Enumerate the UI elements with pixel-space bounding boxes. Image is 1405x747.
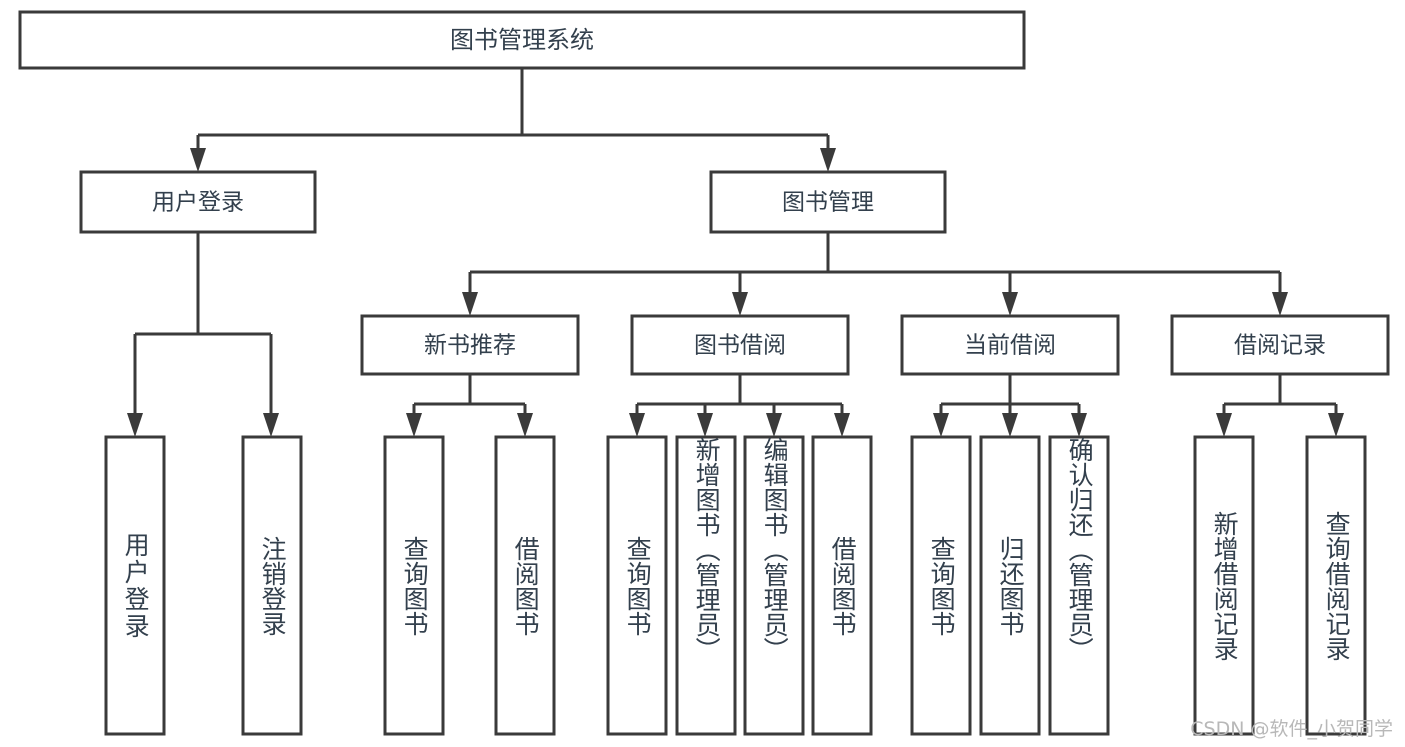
node-user-login-label: 用户登录 [152,190,244,216]
leaf-current-borrow-1-label: 查询图书 [927,535,957,636]
arrow-user-leaf2 [263,413,279,437]
arrow-borrow-leaf2 [697,413,713,437]
leaf-user-login-1-label: 用户登录 [121,531,151,640]
node-borrow-record[interactable]: 借阅记录 [1170,314,1390,376]
leaf-new-book-2-label-wrap: 借阅图书 [511,535,541,636]
leaf-user-login-2[interactable] [241,435,303,736]
leaf-current-borrow-2-box[interactable] [979,435,1041,736]
leaf-user-login-2-label-wrap: 注销登录 [258,535,288,636]
leaf-book-borrow-4-box[interactable] [811,435,873,736]
leaf-book-borrow-1[interactable] [606,435,668,736]
leaf-new-book-1-label: 查询图书 [400,535,430,636]
leaf-book-borrow-3-box[interactable] [743,435,805,736]
arrow-record-leaf2 [1328,413,1344,437]
connector-layer [127,68,1344,437]
leaf-user-login-1-label-wrap: 用户登录 [121,531,151,640]
leaf-user-login-1[interactable] [104,435,166,736]
arrow-root-to-book [820,148,836,172]
node-root-box[interactable] [18,10,1026,70]
arrow-record-leaf1 [1216,413,1232,437]
node-user-login-box[interactable] [79,170,317,234]
leaf-book-borrow-1-box[interactable] [606,435,668,736]
leaf-borrow-record-1-label: 新增借阅记录 [1210,510,1240,661]
leaf-current-borrow-3-box[interactable] [1048,435,1110,736]
leaf-book-borrow-2-label-wrap: 新增图书（管理员） [692,437,722,662]
node-book-borrow-box[interactable] [630,314,850,376]
arrow-user-leaf1 [127,413,143,437]
node-current-borrow-label: 当前借阅 [964,333,1056,359]
node-book-borrow-label: 图书借阅 [694,333,786,359]
node-current-borrow-box[interactable] [900,314,1120,376]
node-borrow-record-box[interactable] [1170,314,1390,376]
csdn-watermark: CSDN @软件_小贺同学 [1190,718,1393,740]
leaf-book-borrow-4-label-wrap: 借阅图书 [828,535,858,636]
node-root[interactable]: 图书管理系统 [18,10,1026,70]
leaf-borrow-record-2-label-wrap: 查询借阅记录 [1322,510,1352,661]
leaf-current-borrow-2[interactable] [979,435,1041,736]
leaf-current-borrow-1-label-wrap: 查询图书 [927,535,957,636]
leaf-new-book-2-label: 借阅图书 [511,535,541,636]
leaf-current-borrow-3-label: 确认归还（管理员） [1065,437,1095,662]
arrow-book-to-l3b [732,292,748,316]
leaf-borrow-record-2-box[interactable] [1305,435,1367,736]
leaf-current-borrow-2-label: 归还图书 [996,535,1026,636]
arrow-current-leaf2 [1002,413,1018,437]
arrow-book-to-l3a [462,292,478,316]
node-current-borrow[interactable]: 当前借阅 [900,314,1120,376]
leaf-new-book-1-label-wrap: 查询图书 [400,535,430,636]
node-user-login[interactable]: 用户登录 [79,170,317,234]
node-book-management-box[interactable] [709,170,947,234]
node-book-management-label: 图书管理 [782,190,874,216]
leaf-current-borrow-2-label-wrap: 归还图书 [996,535,1026,636]
leaf-book-borrow-3[interactable] [743,435,805,736]
leaf-book-borrow-1-label-wrap: 查询图书 [623,535,653,636]
leaf-book-borrow-2-label: 新增图书（管理员） [692,437,722,662]
node-new-book-recommend[interactable]: 新书推荐 [360,314,580,376]
leaf-book-borrow-3-label: 编辑图书（管理员） [760,437,790,662]
node-new-book-recommend-box[interactable] [360,314,580,376]
arrow-borrow-leaf4 [834,413,850,437]
leaf-borrow-record-1-label-wrap: 新增借阅记录 [1210,510,1240,661]
arrow-book-to-l3d [1272,292,1288,316]
leaf-borrow-record-1-box[interactable] [1193,435,1255,736]
leaf-new-book-2-box[interactable] [494,435,556,736]
leaf-new-book-1[interactable] [383,435,445,736]
arrow-borrow-leaf1 [629,413,645,437]
leaf-book-borrow-2-box[interactable] [675,435,737,736]
arrow-current-leaf3 [1071,413,1087,437]
leaf-current-borrow-1[interactable] [910,435,972,736]
leaf-current-borrow-1-box[interactable] [910,435,972,736]
leaf-new-book-2[interactable] [494,435,556,736]
arrow-newbook-leaf1 [406,413,422,437]
node-book-management[interactable]: 图书管理 [709,170,947,234]
leaf-new-book-1-box[interactable] [383,435,445,736]
leaf-borrow-record-2[interactable] [1305,435,1367,736]
leaf-borrow-record-1[interactable] [1193,435,1255,736]
arrow-borrow-leaf3 [766,413,782,437]
leaf-current-borrow-3[interactable] [1048,435,1110,736]
arrow-newbook-leaf2 [517,413,533,437]
leaf-borrow-record-2-label: 查询借阅记录 [1322,510,1352,661]
node-root-label: 图书管理系统 [450,26,594,54]
leaf-book-borrow-3-label-wrap: 编辑图书（管理员） [760,437,790,662]
arrow-book-to-l3c [1002,292,1018,316]
leaf-current-borrow-3-label-wrap: 确认归还（管理员） [1065,437,1095,662]
leaf-book-borrow-4-label: 借阅图书 [828,535,858,636]
leaf-user-login-2-box[interactable] [241,435,303,736]
leaf-book-borrow-1-label: 查询图书 [623,535,653,636]
leaf-book-borrow-2[interactable] [675,435,737,736]
node-borrow-record-label: 借阅记录 [1234,333,1326,359]
arrow-current-leaf1 [933,413,949,437]
arrow-root-to-user [190,148,206,172]
leaf-user-login-1-box[interactable] [104,435,166,736]
node-new-book-recommend-label: 新书推荐 [424,333,516,359]
node-book-borrow[interactable]: 图书借阅 [630,314,850,376]
leaf-book-borrow-4[interactable] [811,435,873,736]
leaf-user-login-2-label: 注销登录 [258,535,288,636]
